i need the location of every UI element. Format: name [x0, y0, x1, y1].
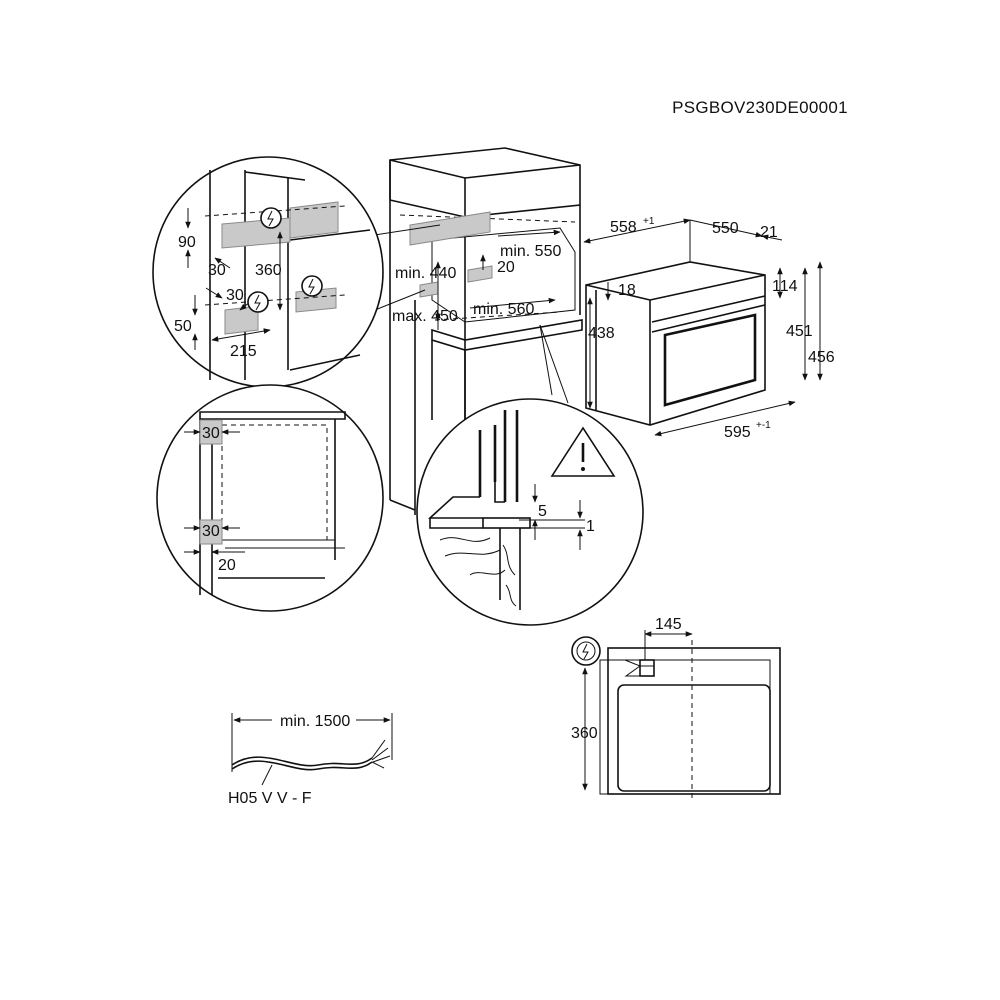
- power-socket-box: [639, 659, 655, 677]
- detail-height-360-label: 360: [255, 262, 282, 279]
- oven-front-depth-label: 21: [760, 224, 778, 241]
- detail-circle-middle-left: 30 30 20: [156, 384, 384, 612]
- detail-recess-1-label: 1: [586, 518, 595, 535]
- oven-inner-depth-label: 550: [712, 220, 739, 237]
- cabinet-max-height-label: max. 450: [392, 308, 458, 325]
- oven-front-height-label: 451: [786, 323, 813, 340]
- upper-cabinet: [389, 147, 581, 218]
- cabinet-min-height-label: min. 440: [395, 265, 456, 282]
- ventilation-cutout-low: [419, 281, 439, 298]
- detail-gap-90-label: 90: [178, 234, 196, 251]
- detail-offset-30b-label: 30: [226, 287, 244, 304]
- oven-body: [585, 261, 766, 426]
- oven-isometric-view: 558 +1 550 21 18 114 438 451 456 595 +-1: [583, 216, 835, 441]
- oven-width-label: 595: [724, 424, 751, 441]
- detail-gap-20-label: 20: [218, 557, 236, 574]
- oven-depth-tolerance: +1: [643, 216, 655, 227]
- oven-top-offset-label: 18: [618, 282, 636, 299]
- cabinet-min-width-label: min. 560: [473, 301, 534, 318]
- oven-rear-view: 145 360: [571, 616, 781, 800]
- cable-min-length-label: min. 1500: [280, 713, 350, 730]
- oven-width-tolerance: +-1: [756, 420, 771, 431]
- warning-triangle-icon: [550, 426, 616, 477]
- cabinet-isometric-view: min. 550 20 min. 440 min. 560 max. 450: [389, 147, 583, 515]
- electric-hazard-icon: [571, 636, 601, 666]
- detail-width-215-label: 215: [230, 343, 257, 360]
- detail-recess-5-label: 5: [538, 503, 547, 520]
- detail-circle-recess: 5 1: [416, 324, 644, 626]
- ventilation-cutout-side: [467, 265, 493, 283]
- detail-gap-bottom: [199, 519, 223, 545]
- detail-gap-50-label: 50: [174, 318, 192, 335]
- electric-hazard-icon: [301, 275, 323, 297]
- oven-door-window: [663, 313, 757, 407]
- oven-body-height-label: 438: [588, 325, 615, 342]
- electric-hazard-icon: [247, 291, 269, 313]
- detail-offset-30-label: 30: [208, 262, 226, 279]
- electric-hazard-icon: [260, 207, 282, 229]
- detail-gap-top-30-label: 30: [202, 425, 220, 442]
- cabinet-gap-label: 20: [497, 259, 515, 276]
- rear-socket-offset-label: 145: [655, 616, 682, 633]
- oven-panel-height-label: 114: [772, 278, 798, 295]
- ventilation-cutout-top: [409, 211, 491, 246]
- detail-gap-bottom-30-label: 30: [202, 523, 220, 540]
- oven-total-height-label: 456: [808, 349, 835, 366]
- cabinet-opening: [431, 227, 576, 323]
- detail-worktop: [199, 411, 346, 420]
- detail-circle-top-left: 90 30 360 30 50 215: [152, 156, 441, 388]
- rear-socket-height-label: 360: [571, 725, 598, 742]
- document-code: PSGBOV230DE00001: [672, 98, 848, 117]
- power-cable-diagram: min. 1500 H05 V V - F: [228, 713, 393, 807]
- cabinet-depth-label: min. 550: [500, 243, 561, 260]
- oven-depth-label: 558: [610, 219, 637, 236]
- cable-type-label: H05 V V - F: [228, 790, 312, 807]
